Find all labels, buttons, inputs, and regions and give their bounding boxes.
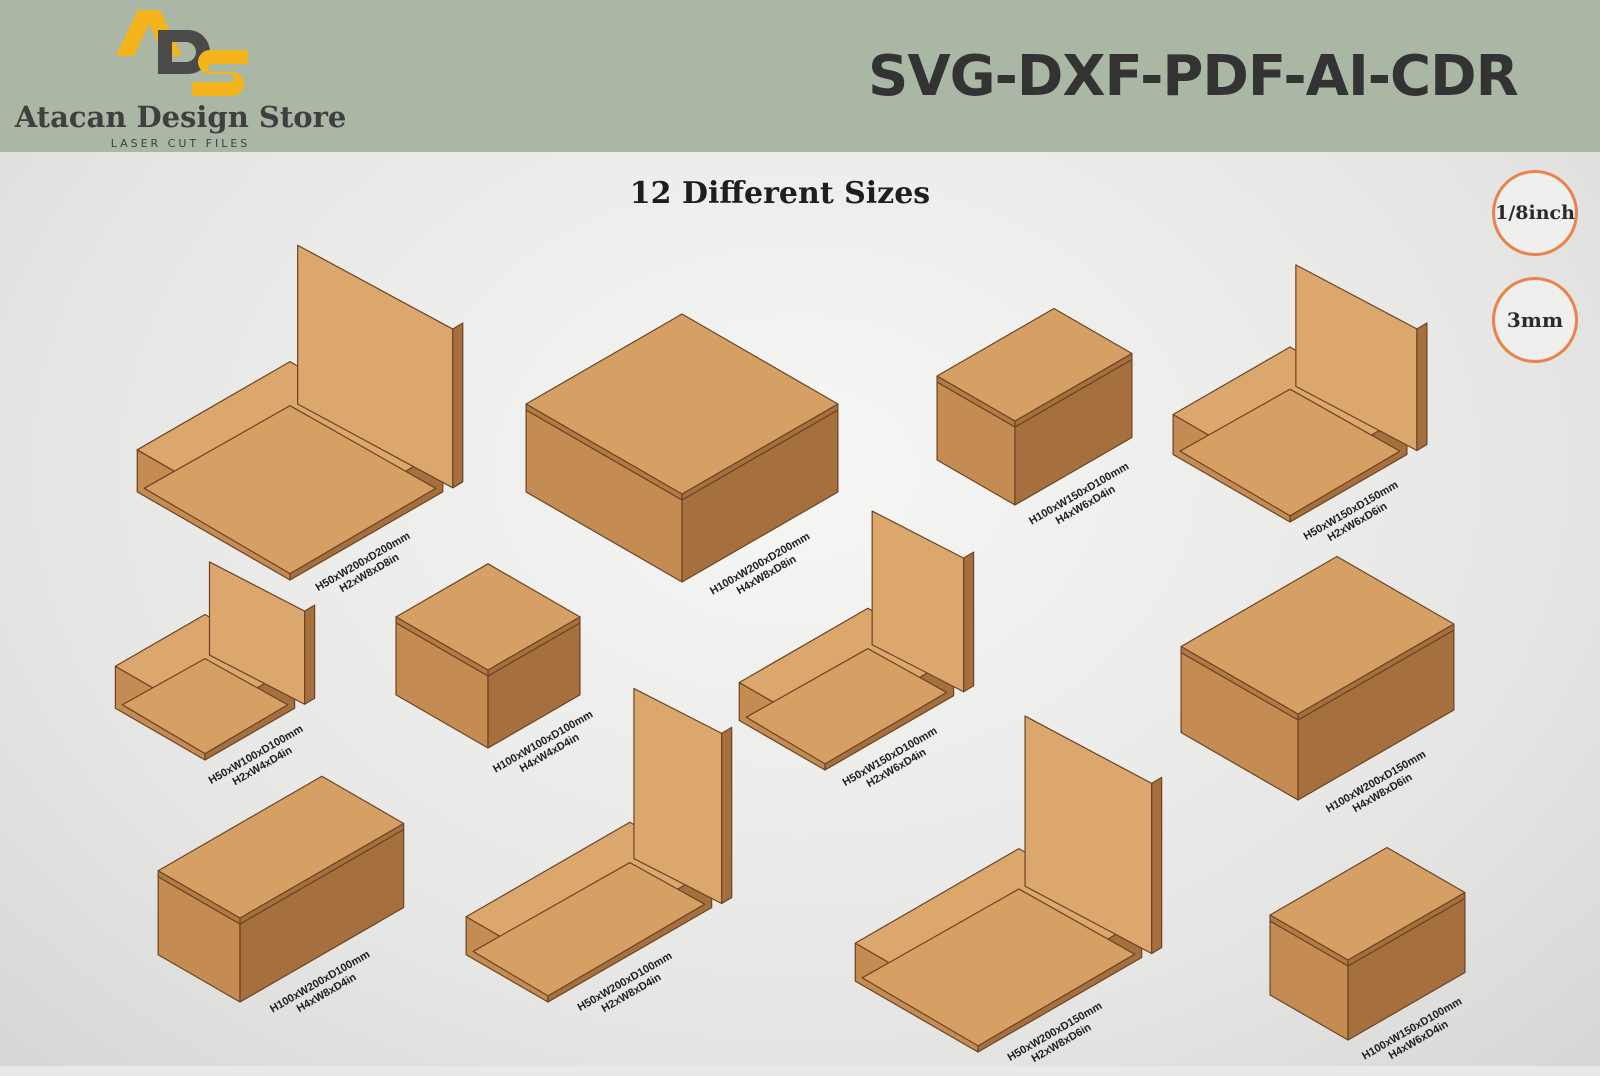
box-lid-open-edge [452,322,464,489]
box-floor [745,647,948,765]
wood-box-7 [738,510,975,771]
box-lid [1180,555,1455,715]
file-formats-title: SVG-DXF-PDF-AI-CDR [868,44,1519,109]
box-lid-open-edge [1151,776,1163,955]
wood-box-6 [395,563,581,749]
box-floor [472,861,706,997]
wood-box-10 [465,687,733,1003]
box-lid [395,563,581,671]
ads-logo-icon [116,10,248,96]
wood-box-2 [525,313,839,583]
store-name: Atacan Design Store [14,100,347,134]
box-lid [157,775,405,919]
box-floor [143,405,437,575]
box-lid-open-edge [1416,322,1428,452]
box-lid [1269,846,1466,961]
thickness-badge-mm: 3mm [1492,277,1578,363]
wood-box-8 [1180,555,1455,801]
wood-box-5 [114,561,316,761]
box-lid-open-edge [963,551,975,693]
box-lid-open-edge [721,726,733,905]
wood-box-4 [1172,264,1428,523]
box-lid [936,307,1133,422]
box-lid-open-edge [304,604,316,705]
wood-box-9 [157,775,405,1003]
box-floor [121,657,289,755]
headline: 12 Different Sizes [629,176,931,211]
box-floor [861,888,1136,1047]
box-lid [525,313,839,495]
wood-box-12 [1269,846,1466,1041]
thickness-badge-inch: 1/8inch [1492,170,1578,256]
box-floor [1179,388,1401,517]
wood-box-1 [136,244,464,581]
wood-box-11 [854,715,1163,1053]
header-banner: Atacan Design Store LASER CUT FILES SVG-… [0,0,1600,152]
wood-box-3 [936,307,1133,506]
store-tagline: LASER CUT FILES [110,137,251,150]
